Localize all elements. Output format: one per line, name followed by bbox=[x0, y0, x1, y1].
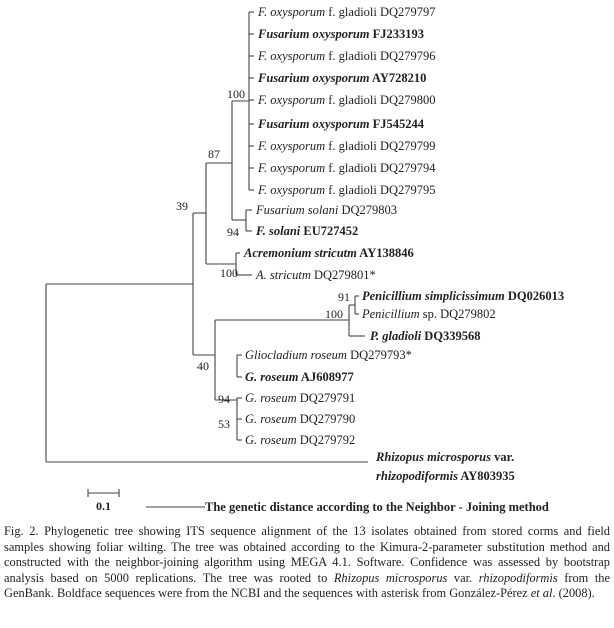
leaf-label: Fusarium oxysporum FJ233193 bbox=[257, 27, 424, 41]
bootstrap-value: 87 bbox=[208, 147, 220, 161]
bootstrap-value: 94 bbox=[218, 392, 230, 406]
figure-caption: Fig. 2. Phylogenetic tree showing ITS se… bbox=[4, 524, 610, 602]
leaf-label: G. roseum AJ608977 bbox=[245, 370, 354, 384]
leaf-label: G. roseum DQ279792 bbox=[245, 433, 355, 447]
bootstrap-value: 100 bbox=[325, 307, 343, 321]
caption-text: Fig. 2. Phylogenetic tree showing ITS se… bbox=[4, 524, 610, 585]
scale-bar: 0.1 The genetic distance according to th… bbox=[87, 489, 549, 514]
bootstrap-value: 91 bbox=[338, 290, 350, 304]
leaf-label: Fusarium solani DQ279803 bbox=[255, 203, 397, 217]
leaf-label: Penicillium simplicissimum DQ026013 bbox=[362, 289, 564, 303]
bootstrap-value: 100 bbox=[227, 87, 245, 101]
bootstrap-value: 100 bbox=[220, 266, 238, 280]
leaf-label: Fusarium oxysporum AY728210 bbox=[257, 71, 426, 85]
leaf-label: Acremonium stricutm AY138846 bbox=[243, 246, 414, 260]
leaf-label: F. oxysporum f. gladioli DQ279795 bbox=[257, 183, 436, 197]
caption-text: . (2008). bbox=[552, 586, 595, 601]
leaf-label: P. gladioli DQ339568 bbox=[370, 329, 481, 343]
caption-text-italic: Rhizopus microsporus bbox=[333, 570, 448, 585]
scale-note: The genetic distance according to the Ne… bbox=[205, 500, 549, 514]
tree-branches bbox=[45, 11, 368, 463]
leaf-label: G. roseum DQ279790 bbox=[245, 412, 355, 426]
leaf-label: A. stricutm DQ279801* bbox=[255, 268, 376, 282]
caption-text: from the GenBank. Boldface sequences wer… bbox=[4, 570, 610, 601]
caption-text-italic: rhizopodiformis bbox=[478, 570, 558, 585]
leaf-label: rhizopodiformis AY803935 bbox=[376, 469, 515, 483]
bootstrap-value: 94 bbox=[227, 225, 239, 239]
leaf-label: Penicillium sp. DQ279802 bbox=[361, 307, 496, 321]
leaf-label: Gliocladium roseum DQ279793* bbox=[245, 348, 412, 362]
leaf-label: F. oxysporum f. gladioli DQ279800 bbox=[257, 93, 436, 107]
leaf-label: Fusarium oxysporum FJ545244 bbox=[257, 117, 425, 131]
leaf-label: Rhizopus microsporus var. bbox=[375, 450, 514, 464]
bootstrap-values: 100 87 39 94 100 91 100 40 94 53 bbox=[176, 87, 350, 431]
caption-text-italic: et al bbox=[530, 586, 553, 601]
bootstrap-value: 39 bbox=[176, 199, 188, 213]
bootstrap-value: 53 bbox=[218, 417, 230, 431]
caption-text: var. bbox=[447, 570, 479, 585]
scale-bar-value: 0.1 bbox=[96, 499, 111, 513]
leaf-label: F. oxysporum f. gladioli DQ279797 bbox=[257, 5, 436, 19]
leaf-label: F. solani EU727452 bbox=[255, 224, 358, 238]
leaf-labels: F. oxysporum f. gladioli DQ279797 Fusari… bbox=[243, 5, 564, 483]
leaf-label: G. roseum DQ279791 bbox=[245, 391, 355, 405]
leaf-label: F. oxysporum f. gladioli DQ279794 bbox=[257, 161, 436, 175]
leaf-label: F. oxysporum f. gladioli DQ279796 bbox=[257, 49, 436, 63]
bootstrap-value: 40 bbox=[197, 359, 209, 373]
leaf-label: F. oxysporum f. gladioli DQ279799 bbox=[257, 139, 436, 153]
